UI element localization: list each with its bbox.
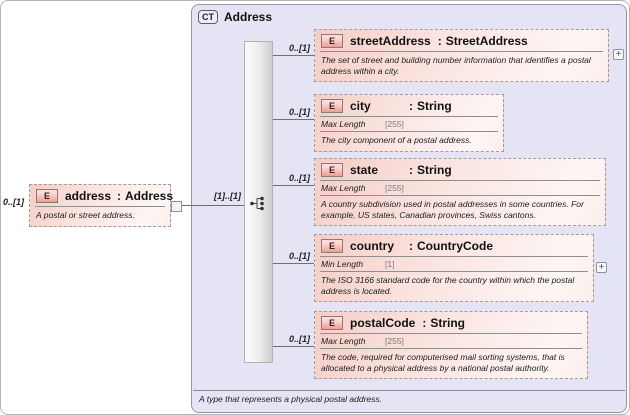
element-city[interactable]: E city :String Max Length [255] The city…: [314, 94, 504, 152]
expand-button[interactable]: +: [596, 262, 607, 273]
facet-row: Max Length [255]: [315, 181, 605, 195]
cardinality-label: 0..[1]: [288, 43, 310, 53]
divider: [320, 348, 582, 349]
element-description: A country subdivision used in postal add…: [321, 199, 584, 220]
element-type: :StreetAddress: [437, 34, 528, 48]
connector-line: [273, 185, 314, 186]
facet-row: Max Length [255]: [315, 334, 587, 348]
divider: [320, 116, 498, 117]
element-title: E postalCode :String: [315, 312, 587, 333]
element-name: streetAddress: [350, 34, 431, 48]
facet-row: Max Length [255]: [315, 117, 503, 131]
element-state[interactable]: E state :String Max Length [255] A count…: [314, 158, 606, 226]
collapse-handle[interactable]: [171, 201, 182, 212]
divider: [35, 206, 165, 207]
element-icon: E: [321, 239, 343, 253]
facet-name: Min Length: [321, 259, 364, 269]
facet-value: [1]: [385, 259, 395, 269]
element-name: state: [350, 163, 379, 177]
element-type: :CountryCode: [409, 239, 493, 253]
cardinality-label: 0..[1]: [288, 334, 310, 344]
complex-type-icon: CT: [198, 10, 218, 24]
divider: [320, 51, 603, 52]
facet-row: Min Length [1]: [315, 257, 593, 271]
element-icon: E: [36, 189, 58, 203]
element-name: address: [65, 189, 112, 203]
cardinality-label: 0..[1]: [288, 251, 310, 261]
element-description: The city component of a postal address.: [321, 135, 472, 145]
footer-divider: [193, 390, 625, 391]
element-icon: E: [321, 99, 343, 113]
facet-value: [255]: [385, 119, 404, 129]
element-type: :String: [409, 163, 452, 177]
divider: [320, 195, 600, 196]
element-streetAddress[interactable]: E streetAddress :StreetAddress The set o…: [314, 29, 609, 82]
divider: [320, 131, 498, 132]
complex-type-description: A type that represents a physical postal…: [199, 394, 383, 404]
root-cardinality-label: 0..[1]: [3, 197, 25, 207]
complex-type-title: Address: [224, 10, 273, 24]
cardinality-label: 0..[1]: [288, 173, 310, 183]
divider: [320, 271, 588, 272]
cardinality-label: 0..[1]: [288, 107, 310, 117]
sequence-cardinality-label: [1]..[1]: [214, 191, 241, 201]
element-type: :Address: [117, 189, 174, 203]
sequence-bar: [244, 41, 273, 363]
facet-name: Max Length: [321, 119, 366, 129]
divider: [320, 256, 588, 257]
connector-line: [273, 119, 314, 120]
element-address[interactable]: E address :Address A postal or street ad…: [29, 184, 174, 227]
element-title: E streetAddress :StreetAddress: [315, 30, 608, 51]
divider: [320, 180, 600, 181]
connector-line: [273, 55, 314, 56]
facet-name: Max Length: [321, 336, 366, 346]
element-icon: E: [321, 163, 343, 177]
connector-line: [181, 205, 244, 206]
element-type: :String: [409, 99, 452, 113]
facet-value: [255]: [385, 336, 404, 346]
element-name: postalCode: [350, 316, 416, 330]
element-postalCode[interactable]: E postalCode :String Max Length [255] Th…: [314, 311, 588, 379]
element-title: E state :String: [315, 159, 605, 180]
element-icon: E: [321, 316, 343, 330]
element-description: The code, required for computerised mail…: [321, 352, 565, 373]
sequence-icon[interactable]: [249, 195, 267, 212]
element-country[interactable]: E country :CountryCode Min Length [1] Th…: [314, 234, 594, 302]
element-description: The ISO 3166 standard code for the count…: [321, 275, 575, 296]
element-title: E country :CountryCode: [315, 235, 593, 256]
element-description: The set of street and building number in…: [321, 55, 591, 76]
element-name: city: [350, 99, 371, 113]
element-type: :String: [422, 316, 466, 330]
element-name: country: [350, 239, 395, 253]
facet-name: Max Length: [321, 183, 366, 193]
element-description: A postal or street address.: [36, 210, 135, 220]
element-icon: E: [321, 34, 343, 48]
element-address-title: E address :Address: [30, 185, 174, 206]
facet-value: [255]: [385, 183, 404, 193]
connector-line: [273, 346, 314, 347]
element-title: E city :String: [315, 95, 503, 116]
expand-button[interactable]: +: [613, 49, 624, 60]
divider: [320, 333, 582, 334]
connector-line: [273, 263, 314, 264]
